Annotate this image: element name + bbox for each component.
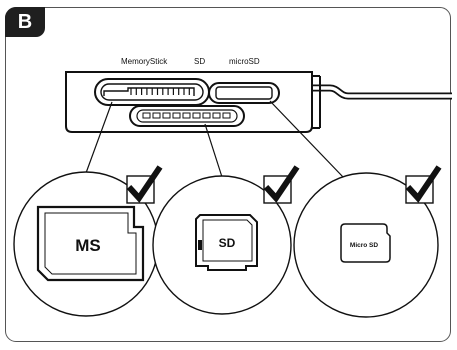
check-microsd (405, 165, 442, 204)
panel-badge: B (5, 7, 45, 37)
checkmark-icon (263, 165, 300, 203)
microsd-slot (208, 82, 280, 104)
contact-pin (142, 112, 151, 119)
connector-microsd (269, 100, 345, 179)
label-microsd: microSD (229, 57, 260, 66)
contact-pin (212, 112, 221, 119)
check-sd (263, 165, 300, 204)
card-circles: MS SD Micro SD (13, 171, 439, 318)
connector-lines (85, 100, 345, 179)
usb-cable (312, 84, 452, 100)
contact-pin (152, 112, 161, 119)
sd-card: SD (195, 214, 258, 271)
check-ms (126, 165, 163, 204)
connector-ms (85, 101, 113, 174)
contact-pin (172, 112, 181, 119)
label-memorystick: MemoryStick (121, 57, 168, 66)
microsd-card: Micro SD (340, 223, 391, 263)
checkmark-icon (126, 165, 163, 203)
contact-pin (222, 112, 231, 119)
contact-pin (182, 112, 191, 119)
contact-pin (202, 112, 211, 119)
label-sd: SD (194, 57, 205, 66)
connector-sd (204, 123, 223, 178)
contact-pin (162, 112, 171, 119)
card-label-microsd: Micro SD (350, 242, 378, 249)
card-label-sd: SD (219, 236, 236, 250)
memorystick-slot (94, 78, 210, 106)
panel-letter: B (17, 10, 33, 33)
memorystick-pins (130, 88, 190, 95)
panel-frame (5, 7, 451, 342)
sd-slot (129, 105, 245, 127)
memorystick-card: MS (36, 205, 145, 282)
contact-pin (192, 112, 201, 119)
checkmark-icon (405, 165, 442, 203)
sd-pins (142, 112, 231, 119)
card-label-ms: MS (75, 236, 101, 255)
